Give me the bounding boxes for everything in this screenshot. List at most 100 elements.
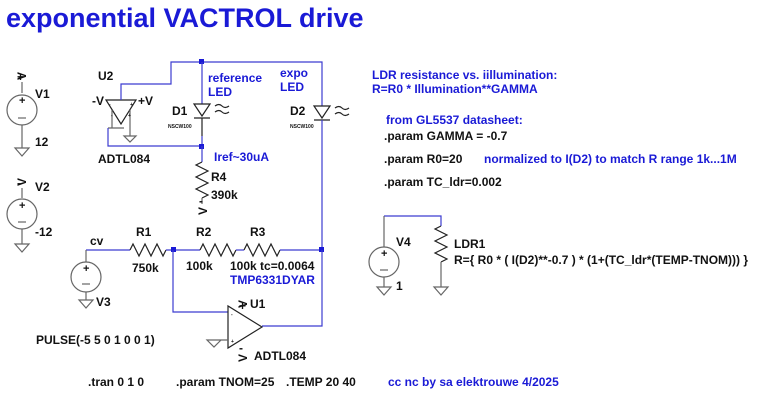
- d1-reference-label-line1: reference: [208, 71, 262, 85]
- v1-symbol-plus: +: [19, 95, 25, 107]
- v4-ground-icon: [375, 277, 393, 296]
- v4-name: V4: [396, 235, 411, 249]
- u1-inverting-input-wire: [172, 250, 228, 313]
- d1-symbol: [192, 103, 212, 119]
- tran-directive: .tran 0 1 0: [88, 375, 144, 389]
- d1-light-icon: [214, 103, 230, 115]
- resistor-r2[interactable]: R2 100k: [186, 225, 237, 273]
- d2-expo-label-line2: LED: [280, 80, 304, 94]
- d1-model: NSCW100: [168, 124, 192, 130]
- v3-ground-icon: [77, 292, 95, 309]
- u1-plus-rail: V: [236, 300, 250, 308]
- d1-name: D1: [172, 104, 188, 118]
- r1-symbol: [129, 242, 167, 258]
- u1-plus-pin: +: [231, 339, 234, 345]
- v4-ldr-wire: [384, 215, 442, 226]
- u1-minus-rail: V: [236, 354, 250, 362]
- voltage-source-v4[interactable]: + V4 1: [368, 216, 411, 296]
- v4-value: 1: [396, 279, 403, 293]
- top-wire: [120, 61, 323, 106]
- cv-net-label: cv: [90, 234, 104, 248]
- resistor-r4[interactable]: R4 390k V -: [194, 146, 238, 215]
- v1-plus-rail-label: V: [15, 72, 29, 80]
- r4-minus-sign: -: [199, 194, 203, 208]
- u1-plus-sign: +: [239, 299, 246, 313]
- r4-value: 390k: [211, 188, 238, 202]
- ldr-note-line1: LDR resistance vs. iillumination:: [372, 68, 557, 82]
- u2-feedback-wire: [107, 128, 203, 147]
- r2-value: 100k: [186, 259, 213, 273]
- u2-model: ADTL084: [98, 152, 150, 166]
- param-gamma: .param GAMMA = -0.7: [384, 129, 508, 143]
- v2-symbol-plus: +: [19, 200, 25, 212]
- resistor-r1[interactable]: R1 750k: [129, 225, 167, 275]
- schematic-title: exponential VACTROL drive: [6, 3, 364, 33]
- v3-value: PULSE(-5 5 0 1 0 0 1): [36, 333, 155, 347]
- u1-minus-sign: -: [239, 341, 243, 355]
- ldr1-ground-icon: [432, 262, 450, 296]
- opamp-u2[interactable]: U2 - + -V +V - + ADTL084: [92, 69, 153, 166]
- u2-ground-icon: [108, 127, 138, 143]
- r4-minus-rail: V: [196, 207, 210, 215]
- v3-name: V3: [96, 295, 111, 309]
- voltage-source-v3[interactable]: + V3 PULSE(-5 5 0 1 0 0 1): [36, 250, 155, 347]
- d1-reference-label-line2: LED: [208, 85, 232, 99]
- u2-plus-supply: +V: [138, 94, 153, 108]
- u1-name: U1: [250, 297, 266, 311]
- ldr1-name: LDR1: [454, 237, 486, 251]
- ldr-ldr1[interactable]: LDR1 R={ R0 * ( I(D2)**-0.7 ) * (1+(TC_l…: [432, 225, 748, 296]
- ldr-note-line2: R=R0 * Illumination**GAMMA: [372, 82, 538, 96]
- d2-model: NSCW100: [290, 124, 314, 130]
- v2-value: -12: [35, 225, 53, 239]
- u2-plus-pin: +: [130, 102, 133, 108]
- resistor-r3[interactable]: R3 100k tc=0.0064 TMP6331DYAR: [230, 225, 315, 287]
- r2-symbol: [199, 242, 237, 258]
- temp-directive: .TEMP 20 40: [286, 375, 356, 389]
- r4-name: R4: [211, 170, 227, 184]
- param-r0: .param R0=20: [384, 152, 463, 166]
- v3-symbol-plus: +: [83, 263, 89, 275]
- opamp-u1[interactable]: - + V + U1 V - ADTL084: [205, 297, 306, 363]
- r1-value: 750k: [132, 261, 159, 275]
- junction-top: [199, 59, 204, 64]
- v2-name: V2: [35, 180, 50, 194]
- diode-d1[interactable]: D1 NSCW100: [168, 103, 230, 136]
- voltage-source-v1[interactable]: V + + V1 12: [6, 70, 50, 157]
- r3-name: R3: [250, 225, 266, 239]
- v2-minus-rail-label: V: [15, 178, 29, 186]
- d2-name: D2: [290, 104, 306, 118]
- u2-input-plus: +: [128, 113, 131, 119]
- u1-symbol: [227, 304, 264, 350]
- v2-minus-sign: -: [17, 176, 21, 190]
- r3-part: TMP6331DYAR: [230, 273, 315, 287]
- r4-symbol: [194, 161, 210, 199]
- datasheet-note: from GL5537 datasheet:: [386, 113, 523, 127]
- u1-ground-icon: [205, 339, 228, 348]
- r1-name: R1: [136, 225, 152, 239]
- diode-d2[interactable]: D2 NSCW100: [290, 104, 350, 130]
- junction-summing-node: [171, 247, 176, 252]
- v4-symbol-plus: +: [381, 248, 387, 260]
- v2-ground-icon: [13, 229, 31, 253]
- r0-comment: normalized to I(D2) to match R range 1k.…: [484, 152, 737, 166]
- tnom-directive: .param TNOM=25: [176, 375, 275, 389]
- u2-name: U2: [98, 69, 114, 83]
- v1-name: V1: [35, 87, 50, 101]
- ldr1-symbol: [433, 225, 449, 263]
- ldr1-value: R={ R0 * ( I(D2)**-0.7 ) * (1+(TC_ldr*(T…: [454, 253, 748, 267]
- d2-symbol: [312, 105, 332, 121]
- v1-plus-sign: +: [17, 70, 24, 84]
- d2-light-icon: [334, 105, 350, 117]
- v1-value: 12: [35, 135, 49, 149]
- junction-d2-cathode: [319, 247, 324, 252]
- u2-minus-supply: -V: [92, 94, 104, 108]
- r3-symbol: [243, 242, 281, 258]
- u2-input-minus: -: [111, 113, 113, 119]
- u1-model: ADTL084: [254, 349, 306, 363]
- voltage-source-v2[interactable]: V - + V2 -12: [6, 176, 53, 253]
- u1-output-wire: [262, 250, 323, 327]
- r2-name: R2: [196, 225, 212, 239]
- r3-value: 100k tc=0.0064: [230, 259, 315, 273]
- u2-inputs: [111, 110, 131, 128]
